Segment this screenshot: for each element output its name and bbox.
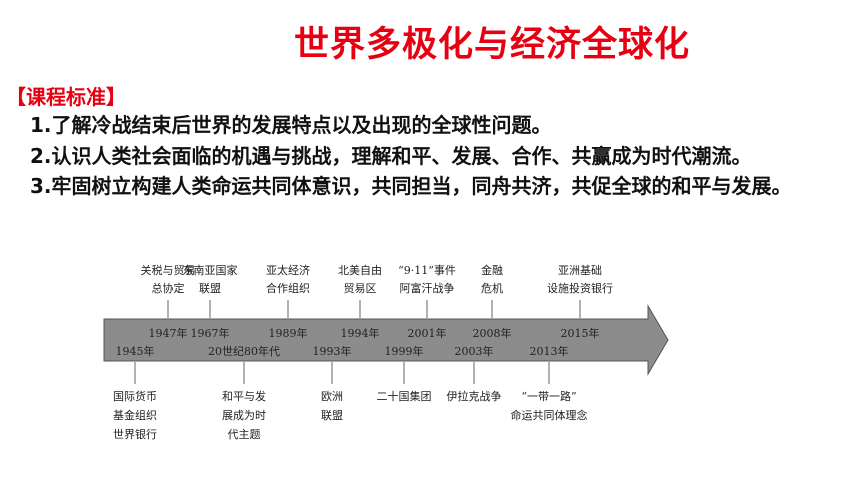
- event-year: 20世纪80年代: [208, 344, 280, 358]
- event-label: 阿富汗战争: [400, 281, 455, 295]
- event-label: “9·11”事件: [398, 264, 456, 277]
- event-label: 世界银行: [113, 427, 157, 441]
- event-label: 关税与贸易: [141, 263, 196, 277]
- event-year: 2008年: [473, 326, 512, 340]
- event-year: 1993年: [313, 344, 352, 358]
- event-label: 总协定: [152, 281, 185, 295]
- event-label: 合作组织: [266, 281, 310, 295]
- event-label: 展成为时: [222, 409, 266, 422]
- event-label: 命运共同体理念: [511, 408, 588, 422]
- slide-title: 世界多极化与经济全球化: [293, 25, 690, 65]
- event-year: 2015年: [561, 326, 600, 340]
- event-year: 2001年: [408, 326, 447, 340]
- event-label: 伊拉克战争: [447, 389, 502, 403]
- event-year: 1967年: [191, 326, 230, 340]
- section-label: 【课程标准】: [6, 85, 126, 109]
- event-label: 金融: [481, 263, 503, 277]
- event-label: 联盟: [321, 409, 343, 422]
- event-label: 东南亚国家: [183, 263, 238, 277]
- standard-item-2: 2.认识人类社会面临的机遇与挑战，理解和平、发展、合作、共赢成为时代潮流。: [30, 143, 752, 168]
- event-label: 亚洲基础: [558, 264, 602, 277]
- event-label: 危机: [481, 281, 503, 295]
- event-label: 欧洲: [321, 390, 343, 403]
- event-label: 国际货币: [113, 389, 157, 403]
- standard-item-1: 1.了解冷战结束后世界的发展特点以及出现的全球性问题。: [30, 113, 552, 137]
- standards-list: 1.了解冷战结束后世界的发展特点以及出现的全球性问题。 2.认识人类社会面临的机…: [6, 110, 806, 202]
- standard-item-3: 3.牢固树立构建人类命运共同体意识，共同担当，同舟共济，共促全球的和平与发展。: [30, 174, 792, 198]
- event-year: 1989年: [269, 326, 308, 340]
- event-year: 1999年: [385, 344, 424, 358]
- timeline-arrow: [103, 304, 669, 376]
- event-label: 北美自由: [338, 263, 382, 277]
- event-year: 1994年: [341, 326, 380, 340]
- event-label: 贸易区: [344, 282, 377, 295]
- event-year: 1947年: [149, 326, 188, 340]
- event-label: 代主题: [228, 428, 261, 441]
- event-label: 和平与发: [222, 389, 266, 403]
- event-label: 二十国集团: [377, 389, 432, 403]
- event-year: 2013年: [530, 344, 569, 358]
- event-year: 2003年: [455, 344, 494, 358]
- event-year: 1945年: [116, 344, 155, 358]
- event-label: 亚太经济: [266, 263, 310, 277]
- event-label: 联盟: [199, 282, 221, 295]
- event-label: 基金组织: [113, 408, 157, 422]
- event-label: “一带一路”: [521, 390, 576, 403]
- event-label: 设施投资银行: [547, 281, 613, 295]
